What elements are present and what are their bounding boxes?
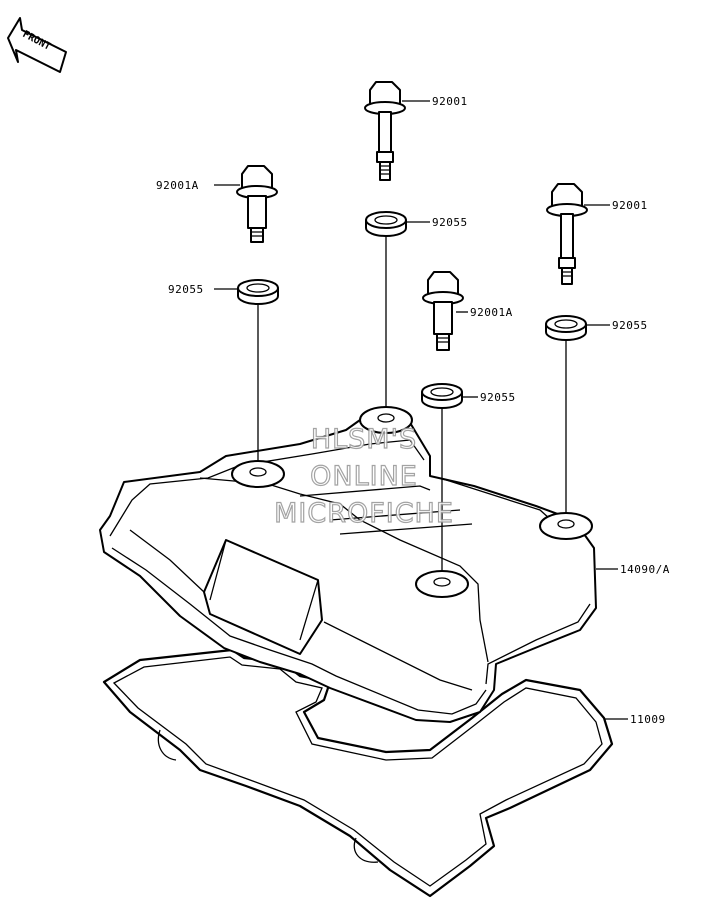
label-14090a: 14090/A [620, 563, 670, 576]
watermark-line-1: HLSM'S [311, 424, 417, 455]
watermark: HLSM'S ONLINE MICROFICHE [273, 423, 454, 529]
washer-center [365, 211, 407, 237]
watermark-line-3: MICROFICHE [274, 498, 454, 529]
bolt-right [546, 183, 588, 285]
label-92055-center: 92055 [432, 216, 468, 229]
label-92001-top: 92001 [432, 95, 468, 108]
label-92055-right: 92055 [612, 319, 648, 332]
bolt-top-center [364, 81, 406, 181]
watermark-line-2: ONLINE [310, 461, 418, 492]
bolt-top-left [236, 165, 278, 243]
label-92001a-left: 92001A [156, 179, 199, 192]
washer-left [237, 279, 279, 305]
bolt-center [422, 271, 464, 351]
cylinder-head-cover [99, 406, 597, 723]
label-11009: 11009 [630, 713, 666, 726]
washer-right [545, 315, 587, 341]
leader-lines [214, 100, 628, 720]
callout-labels: 92001 92001A 92055 92001 92055 92001A 92… [156, 95, 670, 726]
label-92001a-center: 92001A [470, 306, 513, 319]
front-arrow-icon: FRONT [7, 17, 67, 73]
label-92055-center-low: 92055 [480, 391, 516, 404]
washer-center-low [421, 383, 463, 409]
assembly-lines [257, 232, 567, 572]
label-92055-left: 92055 [168, 283, 204, 296]
label-92001-right: 92001 [612, 199, 648, 212]
